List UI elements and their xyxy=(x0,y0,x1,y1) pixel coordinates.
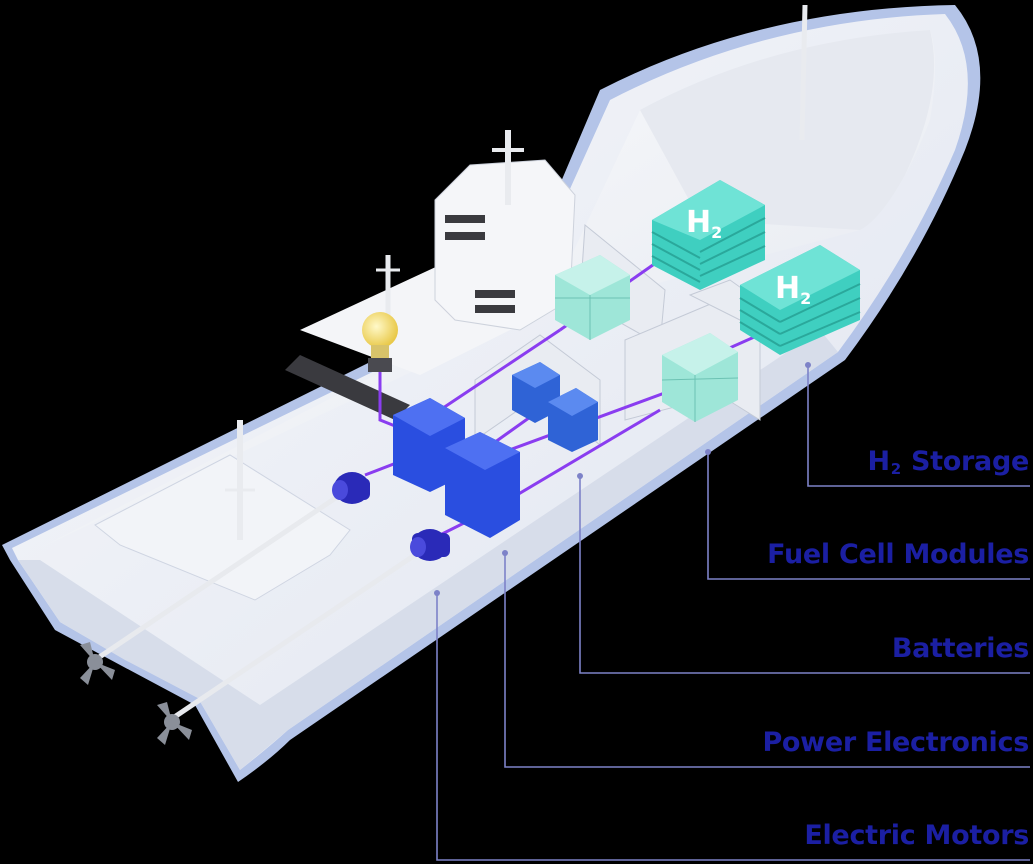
leader-line-batteries xyxy=(579,476,1030,674)
leader-dot xyxy=(705,449,711,455)
leader-dot xyxy=(434,590,440,596)
label-electric-motors: Electric Motors xyxy=(804,820,1029,851)
fuel-cell-module xyxy=(661,333,739,422)
battery xyxy=(548,388,598,452)
fuel-cell-module xyxy=(555,255,630,340)
propellers xyxy=(80,642,192,745)
electric-motor xyxy=(410,529,450,561)
leader-line-electric-motors xyxy=(436,593,1030,861)
shafts xyxy=(93,492,417,723)
fuel-cell-modules xyxy=(555,255,739,422)
tower-window xyxy=(445,215,485,223)
tower-window xyxy=(445,232,485,240)
svg-text:H2: H2 xyxy=(775,271,811,308)
tower-window xyxy=(475,290,515,298)
h2-storage-tanks: H2 H2 xyxy=(651,180,861,355)
leader-dots xyxy=(434,362,811,596)
wire xyxy=(499,408,661,507)
leader-line-power-electronics xyxy=(504,553,1030,768)
label-power-electronics: Power Electronics xyxy=(762,727,1029,758)
label-fuel-cell-modules: Fuel Cell Modules xyxy=(767,539,1029,570)
propeller-icon xyxy=(80,642,115,685)
superstructure xyxy=(225,4,808,540)
power-electronics-unit xyxy=(445,432,520,538)
electric-motors xyxy=(332,472,450,561)
tower-window xyxy=(475,305,515,313)
label-h2-subscript: 2 xyxy=(890,460,901,478)
h2-tank-subscript: 2 xyxy=(711,223,722,242)
leader-dot xyxy=(805,362,811,368)
leader-lines xyxy=(436,365,1030,861)
light-bulb-icon xyxy=(362,312,398,372)
label-h2-storage: H2 Storage xyxy=(867,446,1029,478)
propeller-shaft xyxy=(93,492,342,663)
bow-interior xyxy=(640,30,935,230)
power-electronics xyxy=(393,398,520,538)
h2-tank: H2 xyxy=(651,180,766,290)
leader-line-fuel-cell-modules xyxy=(707,452,1030,580)
rear-deck-platform xyxy=(94,454,351,601)
propeller-icon xyxy=(157,702,192,745)
h2-tank-subscript: 2 xyxy=(800,289,811,308)
svg-text:H2: H2 xyxy=(686,205,722,242)
h2-tank-symbol: H xyxy=(775,271,800,306)
leader-line-h2-storage xyxy=(807,365,1030,487)
label-h2-text: Storage xyxy=(901,446,1029,477)
leader-dot xyxy=(502,550,508,556)
h2-tank: H2 xyxy=(739,245,861,355)
h2-tank-symbol: H xyxy=(686,205,711,240)
leader-dot xyxy=(577,473,583,479)
propeller-shaft xyxy=(168,552,417,723)
batteries xyxy=(512,362,598,452)
mast xyxy=(799,4,808,141)
label-h2-symbol: H xyxy=(867,446,890,477)
label-batteries: Batteries xyxy=(891,633,1029,664)
electric-motor xyxy=(332,472,370,504)
